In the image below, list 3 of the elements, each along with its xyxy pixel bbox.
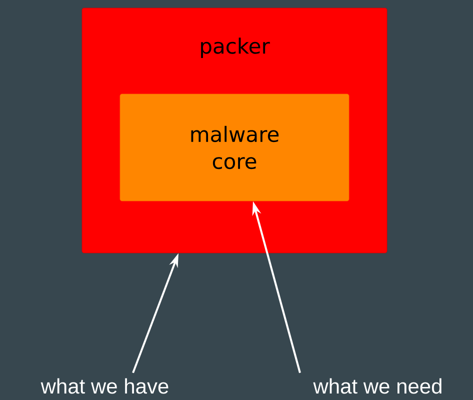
core-box: malware core	[120, 94, 350, 202]
caption-text: what we need	[313, 378, 442, 394]
caption-text: what we have	[40, 378, 168, 394]
